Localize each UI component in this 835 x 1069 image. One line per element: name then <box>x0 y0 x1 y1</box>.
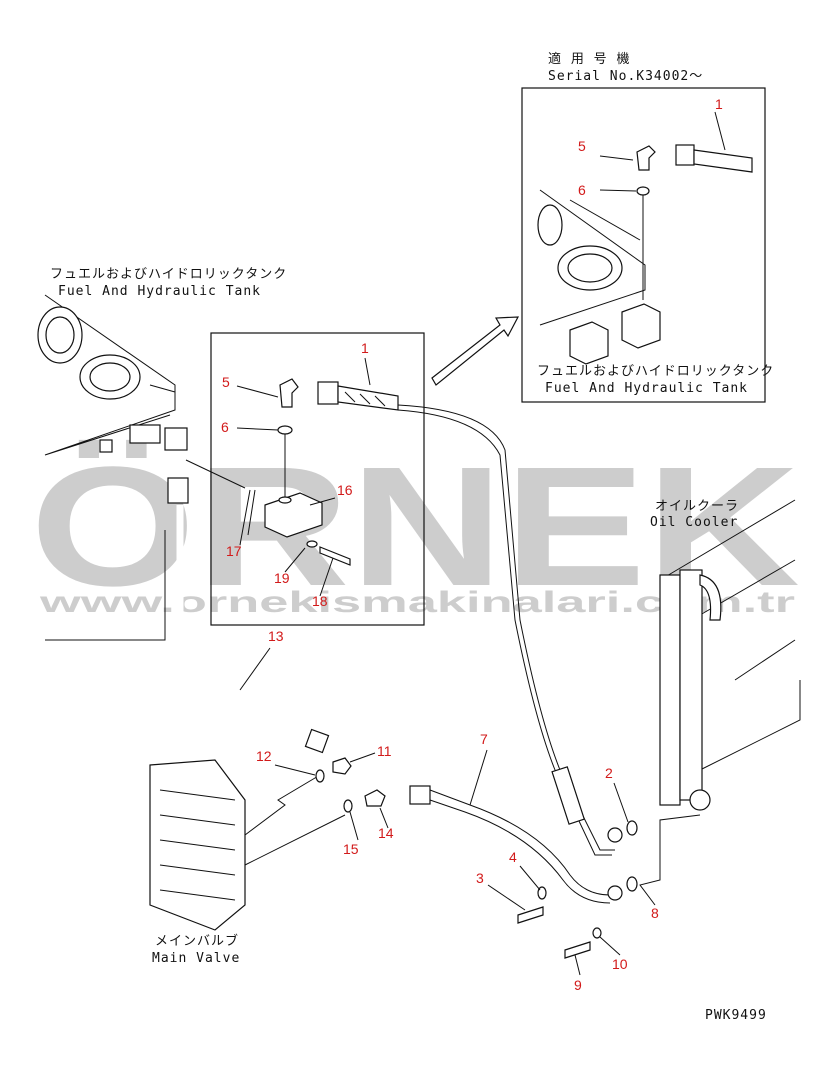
oil-cooler-label-jp: オイルクーラ <box>655 499 739 514</box>
callout-17: 17 <box>226 543 242 559</box>
callout-19: 19 <box>274 570 290 586</box>
oil-cooler-drawing <box>659 499 801 811</box>
main-valve-label-jp: メインバルブ <box>155 933 239 949</box>
callout-1: 1 <box>361 340 369 356</box>
callout-8: 8 <box>651 905 659 921</box>
applicable-serial-jp: 適 用 号 機 <box>548 51 630 67</box>
callout-numbers: 1 5 6 1 5 6 16 17 19 18 13 12 11 7 2 15 … <box>221 96 723 993</box>
main-valve-drawing <box>149 759 346 931</box>
inset-parts <box>537 144 753 365</box>
detail-box-parts <box>264 378 399 566</box>
inset-tank-label-en: Fuel And Hydraulic Tank <box>545 381 748 396</box>
tank-label-jp: フュエルおよびハイドロリックタンク <box>50 267 287 282</box>
callout-3: 3 <box>476 870 484 886</box>
callout-inset-6: 6 <box>578 182 586 198</box>
callout-10: 10 <box>612 956 628 972</box>
callout-14: 14 <box>378 825 394 841</box>
fuel-hydraulic-tank-drawing <box>37 294 189 641</box>
callout-6: 6 <box>221 419 229 435</box>
callout-4: 4 <box>509 849 517 865</box>
leader-lines <box>185 111 726 976</box>
callout-5: 5 <box>222 374 230 390</box>
oil-cooler-label-en: Oil Cooler <box>650 515 738 530</box>
inset-box <box>521 87 766 403</box>
callout-18: 18 <box>312 593 328 609</box>
callout-13: 13 <box>268 628 284 644</box>
callout-12: 12 <box>256 748 272 764</box>
small-parts <box>315 757 638 959</box>
callout-11: 11 <box>377 743 392 759</box>
callout-7: 7 <box>480 731 488 747</box>
callout-inset-5: 5 <box>578 138 586 154</box>
main-valve-label-en: Main Valve <box>152 951 240 966</box>
applicable-serial-number: Serial No.K34002～ <box>548 69 703 84</box>
callout-inset-1: 1 <box>715 96 723 112</box>
callout-9: 9 <box>574 977 582 993</box>
inset-tank-label-jp: フュエルおよびハイドロリックタンク <box>537 364 774 379</box>
callout-2: 2 <box>605 765 613 781</box>
tank-label-en: Fuel And Hydraulic Tank <box>58 284 261 299</box>
callout-16: 16 <box>337 482 353 498</box>
detail-box <box>210 332 425 626</box>
drawing-code: PWK9499 <box>705 1008 767 1023</box>
callout-15: 15 <box>343 841 359 857</box>
